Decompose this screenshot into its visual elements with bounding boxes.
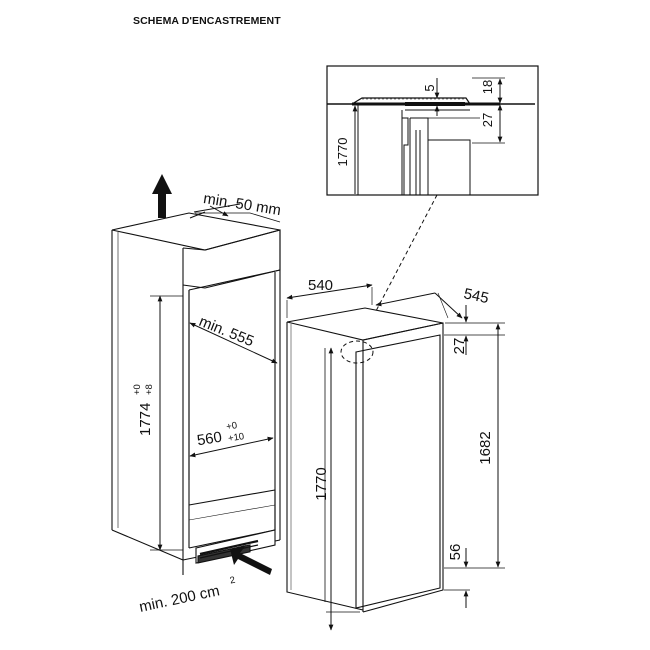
depth-label: min. 555	[197, 313, 257, 350]
appliance-width-dim	[286, 283, 373, 318]
detail-label-5: 5	[422, 84, 437, 91]
niche-width-label: 560 +0 +10	[196, 420, 245, 450]
appliance-width-label: 540	[308, 277, 333, 294]
detail-circle	[340, 340, 374, 364]
airflow-up-arrow	[152, 174, 172, 218]
niche-width-tol-bottom: +10	[227, 431, 245, 444]
detail-leader-line	[365, 194, 438, 331]
detail-label-1770: 1770	[335, 138, 350, 167]
appliance-depth-dim	[375, 292, 463, 319]
detail-inset	[326, 65, 539, 196]
vent-area-label: min. 200 cm 2	[138, 575, 237, 616]
niche-height-value: 1774	[137, 403, 154, 436]
appliance-height-label: 1770	[313, 467, 330, 500]
appliance-depth-label: 545	[462, 285, 490, 307]
top-gap-label: min. 50 mm	[202, 190, 282, 219]
appliance-height-dim	[326, 347, 360, 631]
right-dims	[444, 305, 505, 608]
detail-label-18: 18	[480, 80, 495, 94]
niche-width-value: 560	[196, 429, 223, 450]
niche-height-label: 1774 +0 +8	[132, 384, 155, 436]
detail-label-27: 27	[480, 113, 495, 127]
niche-width-tol-top: +0	[225, 420, 237, 433]
page-title: SCHEMA D'ENCASTREMENT	[133, 15, 281, 27]
niche-height-tol-top: +0	[132, 384, 143, 395]
top-gap-dim	[189, 203, 241, 219]
vent-area-exp: 2	[229, 575, 236, 587]
door-height-label: 1682	[477, 431, 494, 464]
niche-height-tol-bottom: +8	[144, 384, 155, 395]
appliance	[286, 307, 444, 613]
detail-frame	[326, 65, 539, 196]
bottom-offset-label: 56	[447, 544, 464, 561]
airflow-in-arrow	[230, 545, 272, 575]
cabinet-niche	[111, 212, 281, 575]
depth-dim	[189, 322, 278, 364]
top-offset-label: 27	[451, 338, 468, 355]
width-dim	[189, 436, 274, 458]
niche-height-dim	[150, 295, 183, 551]
vent-area-value: min. 200 cm	[138, 582, 221, 616]
